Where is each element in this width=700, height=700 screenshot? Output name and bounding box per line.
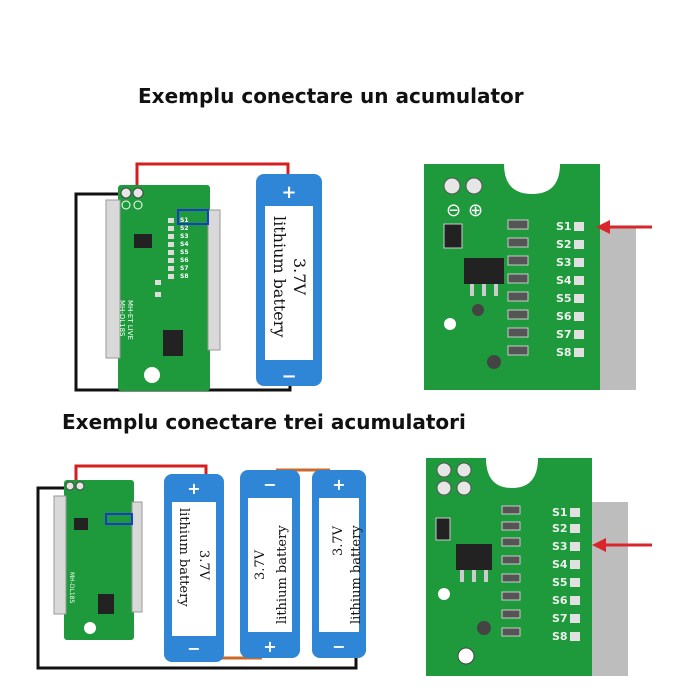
svg-text:S8: S8 [180, 273, 189, 280]
svg-text:lithium battery: lithium battery [349, 525, 364, 624]
svg-text:S3: S3 [556, 256, 572, 269]
svg-text:−: − [332, 637, 345, 656]
red-arrow-s1 [596, 220, 652, 234]
svg-text:S3: S3 [552, 540, 568, 553]
title-one-battery: Exemplu conectare un acumulator [138, 84, 524, 108]
pcb-board-small: MH-DL18S [53, 480, 143, 640]
svg-text:S4: S4 [180, 241, 189, 248]
svg-text:S4: S4 [556, 274, 572, 287]
svg-text:+: + [187, 479, 200, 498]
svg-text:S5: S5 [180, 249, 189, 256]
battery-plus: + [281, 182, 296, 203]
board-part-small: MH-DL18S [68, 572, 75, 603]
battery-minus: − [281, 366, 296, 387]
black-wire [74, 192, 292, 392]
svg-text:S6: S6 [180, 257, 189, 264]
svg-text:S5: S5 [552, 576, 568, 589]
svg-text:S4: S4 [552, 558, 568, 571]
battery-3: + − 3.7V lithium battery [312, 470, 366, 658]
battery-name: lithium battery [270, 216, 289, 337]
svg-text:S2: S2 [552, 522, 568, 535]
svg-text:S1: S1 [556, 220, 572, 233]
battery-single: + − 3.7V lithium battery [256, 174, 322, 387]
battery-2: − + 3.7V lithium battery [240, 470, 300, 658]
svg-text:S5: S5 [556, 292, 572, 305]
svg-text:+: + [263, 637, 276, 656]
svg-text:S8: S8 [552, 630, 568, 643]
svg-text:−: − [187, 639, 200, 658]
svg-text:−: − [263, 475, 276, 494]
svg-text:+: + [332, 475, 345, 494]
svg-text:S2: S2 [556, 238, 572, 251]
svg-text:3.7V: 3.7V [253, 549, 268, 580]
svg-text:S2: S2 [180, 225, 189, 232]
battery-1: + − 3.7V lithium battery [164, 474, 224, 662]
svg-text:S3: S3 [180, 233, 189, 240]
svg-text:3.7V: 3.7V [196, 550, 211, 581]
svg-text:S7: S7 [556, 328, 572, 341]
svg-text:S7: S7 [180, 265, 189, 272]
svg-text:3.7V: 3.7V [331, 525, 346, 556]
board-model: MH-ET LIVE [126, 300, 134, 340]
svg-text:lithium battery: lithium battery [176, 508, 191, 607]
red-arrow-s3 [592, 538, 652, 552]
red-wire [135, 162, 290, 192]
svg-text:lithium battery: lithium battery [275, 525, 290, 624]
minus-symbol: ⊖ [446, 200, 461, 221]
svg-text:S1: S1 [180, 217, 189, 224]
svg-text:S1: S1 [552, 506, 568, 519]
black-wire-three [36, 486, 358, 670]
svg-text:S6: S6 [556, 310, 572, 323]
red-wire-three [74, 464, 208, 484]
pad-highlight [177, 209, 209, 225]
board-part: MH-DL18S [118, 300, 126, 337]
svg-text:S8: S8 [556, 346, 572, 359]
battery-voltage: 3.7V [290, 258, 309, 295]
svg-text:S6: S6 [552, 594, 568, 607]
wiring-three-batteries: MH-DL18S + − 3.7V lithium battery − + 3.… [36, 464, 366, 670]
plus-symbol: ⊕ [468, 200, 483, 221]
title-three-batteries: Exemplu conectare trei acumulatori [62, 410, 466, 434]
svg-text:S7: S7 [552, 612, 568, 625]
